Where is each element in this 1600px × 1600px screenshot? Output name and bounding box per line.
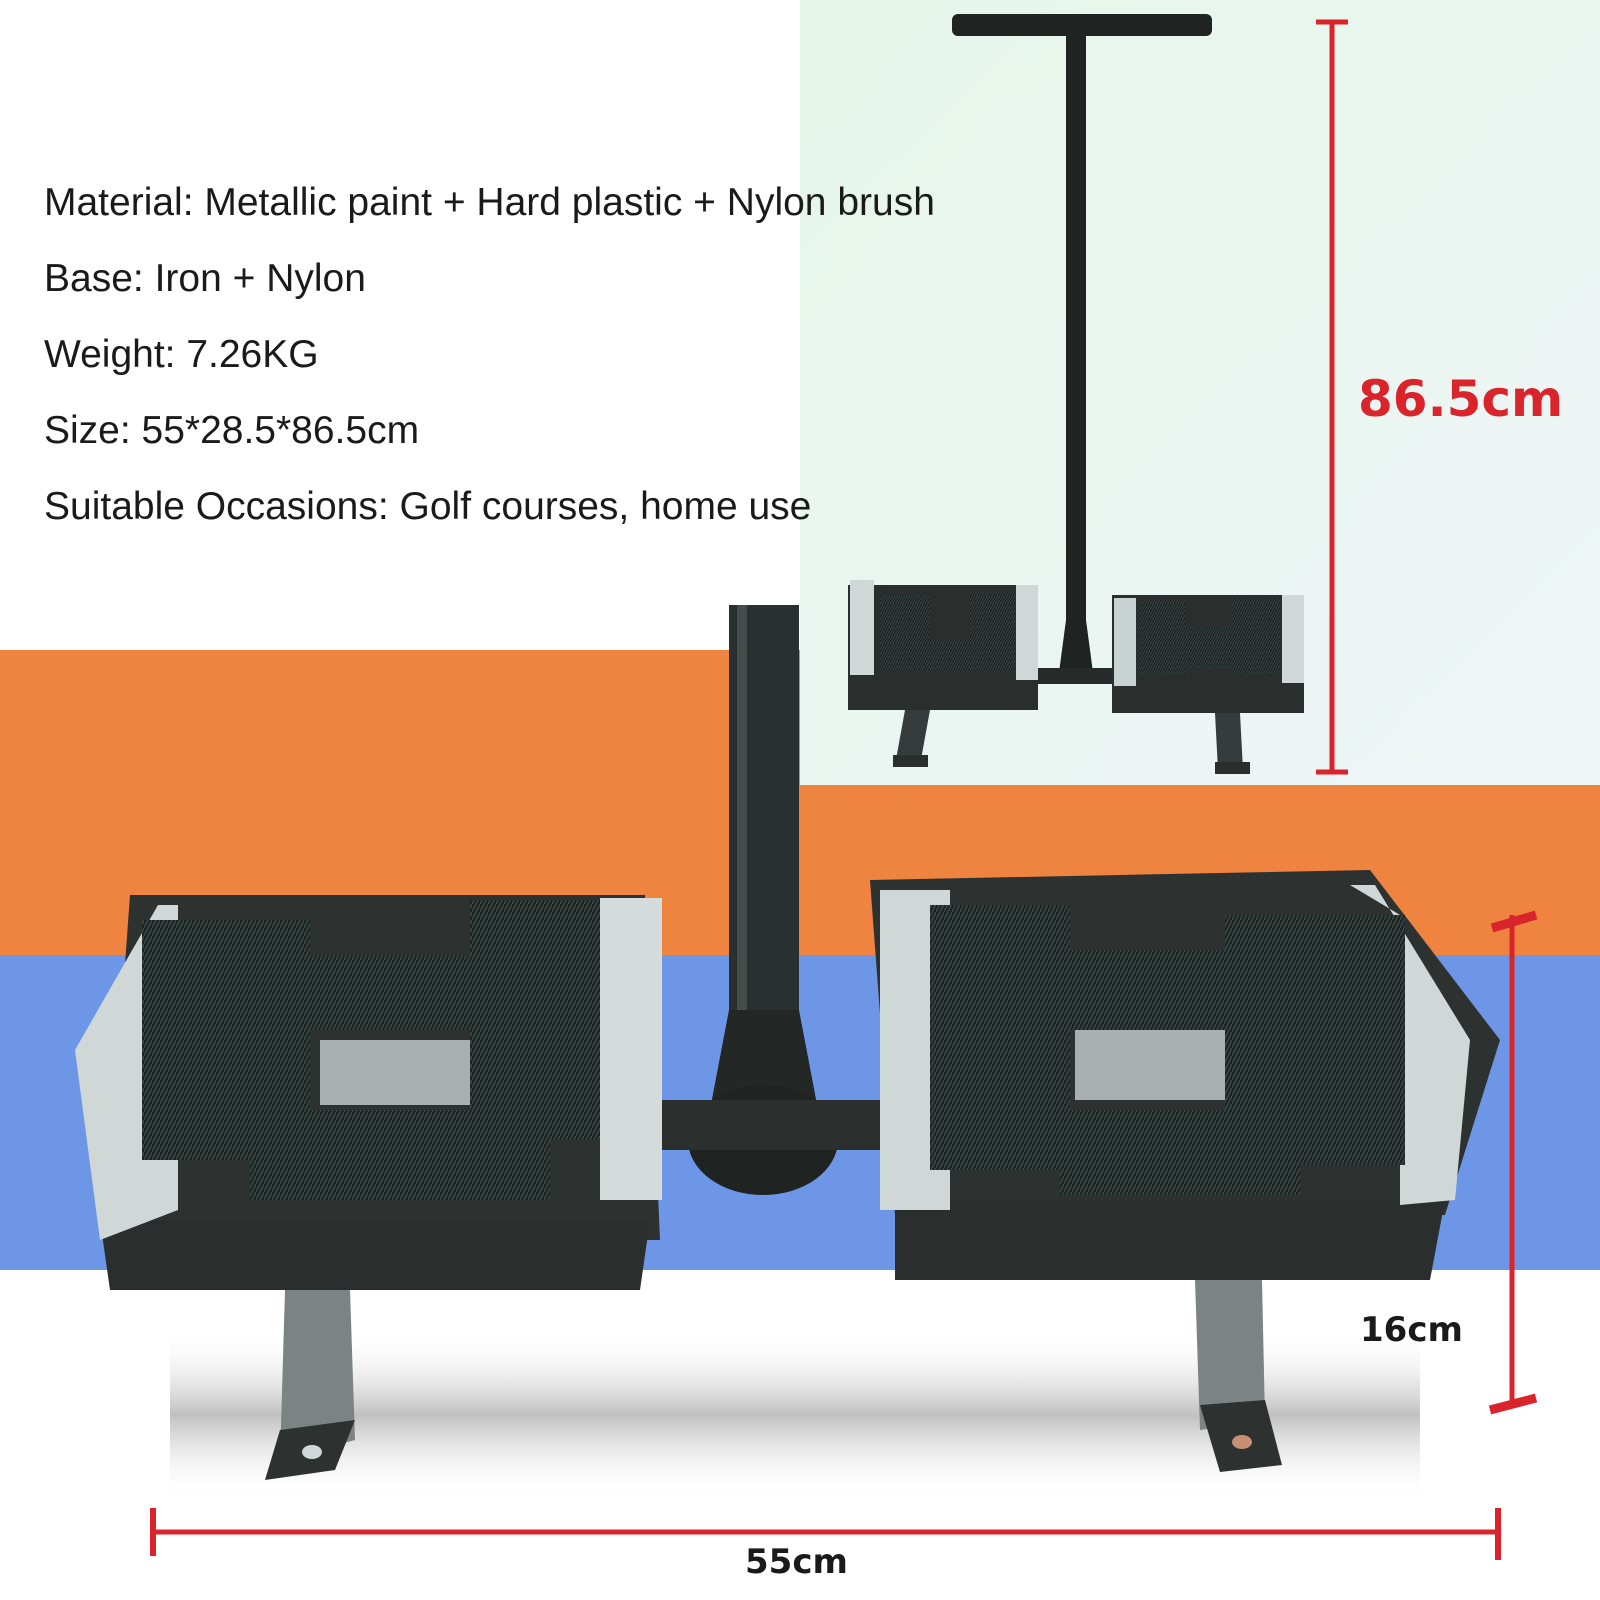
height-dimension-bar: [1316, 19, 1348, 775]
left-guard-right: [600, 898, 662, 1200]
total-height-label: 86.5cm: [1358, 370, 1564, 428]
inset-right-tray: [1112, 595, 1304, 774]
width-dimension-bar: [150, 1508, 1501, 1560]
inset-crossbar: [1030, 668, 1120, 684]
left-tray-inner-plate: [320, 1040, 495, 1105]
left-brush-right: [470, 900, 600, 1140]
left-foot-bracket: [280, 1290, 355, 1460]
spec-weight: Weight: 7.26KG: [44, 333, 319, 376]
inset-handle-grip: [952, 14, 1212, 36]
main-product: [75, 605, 1500, 1480]
right-brush-bottom: [1060, 1110, 1300, 1195]
right-brush-middle: [1065, 950, 1230, 1030]
width-label: 55cm: [745, 1542, 848, 1582]
right-brush-left: [930, 905, 1070, 1170]
right-foot-bracket: [1195, 1280, 1265, 1430]
right-foot-hole: [1232, 1435, 1252, 1449]
left-brush-bottom: [250, 1110, 550, 1200]
right-guard-right: [1350, 885, 1470, 1205]
inset-handle-base: [1058, 620, 1094, 680]
left-brush-tray: [75, 895, 662, 1480]
left-foot-hole: [302, 1445, 322, 1459]
spec-material: Material: Metallic paint + Hard plastic …: [44, 181, 935, 224]
right-brush-tray: [870, 870, 1500, 1472]
left-tray-box: [100, 1220, 650, 1290]
spec-occasions: Suitable Occasions: Golf courses, home u…: [44, 485, 812, 528]
spec-base: Base: Iron + Nylon: [44, 257, 366, 300]
left-brush-middle: [310, 955, 475, 1030]
inset-handle-shaft: [1066, 30, 1086, 640]
inset-product-image: [800, 0, 1600, 785]
base-height-label: 16cm: [1360, 1310, 1463, 1350]
base-height-dimension-bar: [1488, 910, 1538, 1415]
spec-list: Material: Metallic paint + Hard plastic …: [44, 165, 935, 545]
center-crossbar: [640, 1100, 900, 1150]
right-tray-box: [895, 1200, 1445, 1280]
spec-size: Size: 55*28.5*86.5cm: [44, 409, 420, 452]
inset-left-tray: [848, 580, 1038, 767]
